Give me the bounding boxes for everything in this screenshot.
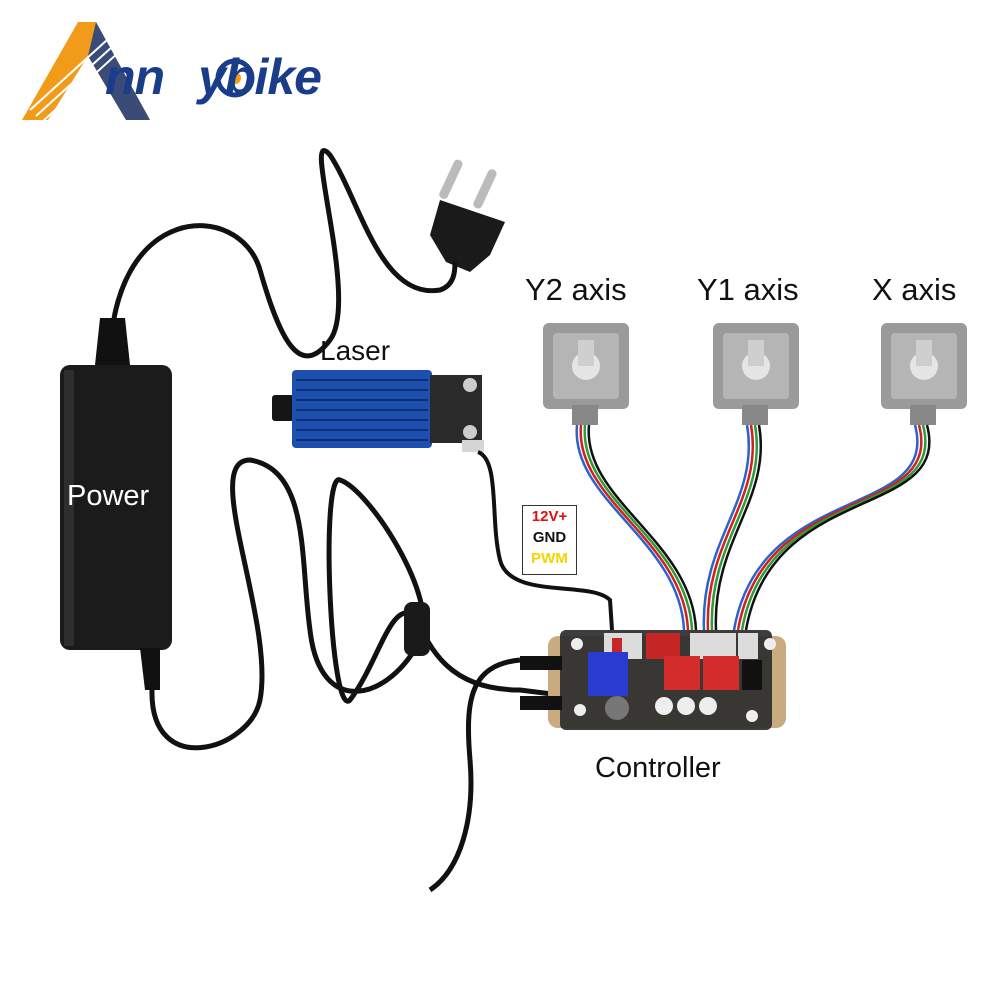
legend-pwm: PWM <box>531 550 568 567</box>
power-plug <box>430 159 505 272</box>
label-controller: Controller <box>595 752 721 784</box>
label-x-axis: X axis <box>872 272 957 307</box>
label-y1-axis: Y1 axis <box>697 272 799 307</box>
brand-name-part-1: nn <box>105 49 165 105</box>
laser-module <box>272 370 484 452</box>
label-power: Power <box>67 480 150 512</box>
motor-wires-y2 <box>575 424 698 631</box>
brand-logo <box>22 9 255 123</box>
dc-cable <box>149 457 561 751</box>
motor-y2 <box>543 323 629 425</box>
motor-y1 <box>713 323 799 425</box>
ferrite-bead <box>404 602 430 656</box>
label-y2-axis: Y2 axis <box>525 272 627 307</box>
logo-stripes <box>29 9 153 123</box>
motor-x <box>881 323 967 425</box>
motor-wires-x <box>732 424 931 631</box>
usb-cable <box>428 657 521 893</box>
controller-board <box>520 630 786 730</box>
power-supply <box>60 318 172 690</box>
brand-name-part-2: ybike <box>198 49 322 105</box>
logo-wheel-icon <box>215 58 255 98</box>
laser-cable <box>477 450 614 631</box>
legend-gnd: GND <box>532 529 567 546</box>
logo-a-shadow <box>88 22 150 120</box>
mains-cable <box>107 148 458 366</box>
label-laser: Laser <box>320 335 391 366</box>
laser-wire-legend: 12V+ GND PWM <box>522 505 577 575</box>
motor-wires-y1 <box>702 424 762 631</box>
legend-12v: 12V+ <box>531 508 568 525</box>
